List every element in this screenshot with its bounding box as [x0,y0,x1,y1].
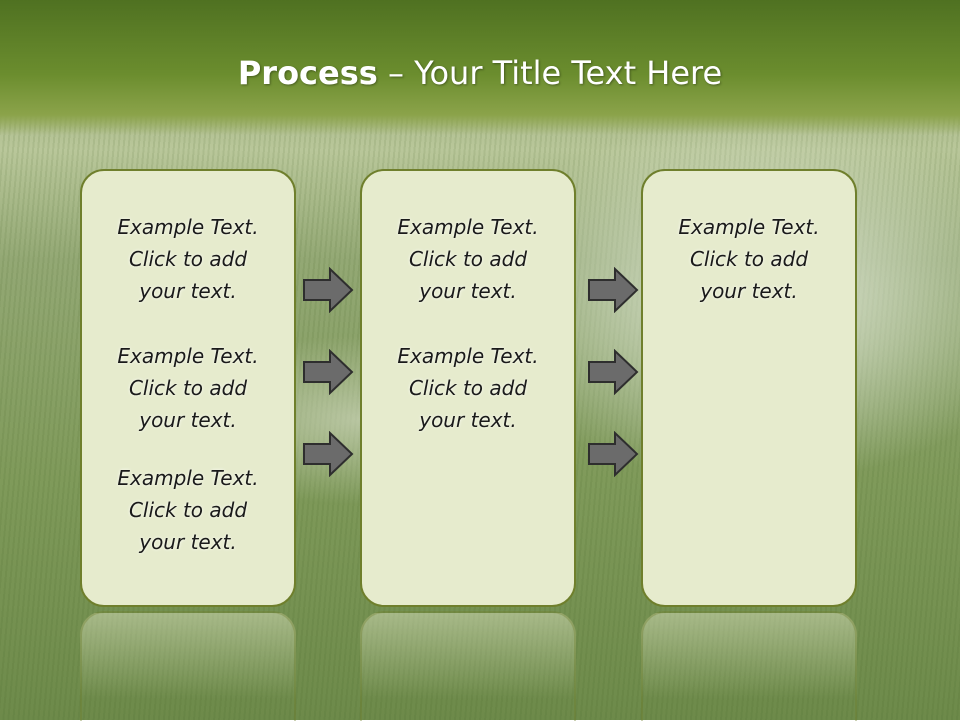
text-item[interactable]: Example Text. Click to add your text. [82,462,294,558]
text-line: Click to add [689,247,809,271]
box-reflection [80,611,296,721]
text-line: Example Text. [678,215,820,239]
text-line: your text. [419,279,517,303]
title-bold: Process [237,54,378,92]
slide-title[interactable]: Process – Your Title Text Here [0,54,960,92]
text-line: Example Text. [397,344,539,368]
arrow-right-icon [588,431,639,477]
title-bar [0,0,960,135]
text-line: your text. [700,279,798,303]
text-line: Click to add [128,376,248,400]
text-line: Example Text. [117,215,259,239]
arrow-right-icon [588,349,639,395]
text-item[interactable]: Example Text. Click to add your text. [643,211,855,307]
process-box-2[interactable]: Example Text. Click to add your text. Ex… [360,169,576,607]
text-item[interactable]: Example Text. Click to add your text. [362,211,574,307]
arrow-right-icon [303,267,354,313]
box-reflection [641,611,857,721]
text-line: Example Text. [117,466,259,490]
text-line: Example Text. [397,215,539,239]
text-item[interactable]: Example Text. Click to add your text. [82,211,294,307]
text-line: Click to add [128,498,248,522]
text-line: your text. [139,279,237,303]
text-line: Click to add [128,247,248,271]
arrow-right-icon [303,349,354,395]
text-item[interactable]: Example Text. Click to add your text. [362,340,574,436]
text-line: Click to add [408,376,528,400]
process-box-1[interactable]: Example Text. Click to add your text. Ex… [80,169,296,607]
text-line: your text. [139,408,237,432]
arrow-right-icon [588,267,639,313]
text-line: Example Text. [117,344,259,368]
text-item[interactable]: Example Text. Click to add your text. [82,340,294,436]
title-rest: – Your Title Text Here [377,54,723,92]
text-line: Click to add [408,247,528,271]
arrow-right-icon [303,431,354,477]
text-line: your text. [419,408,517,432]
text-line: your text. [139,530,237,554]
box-reflection [360,611,576,721]
process-box-3[interactable]: Example Text. Click to add your text. [641,169,857,607]
